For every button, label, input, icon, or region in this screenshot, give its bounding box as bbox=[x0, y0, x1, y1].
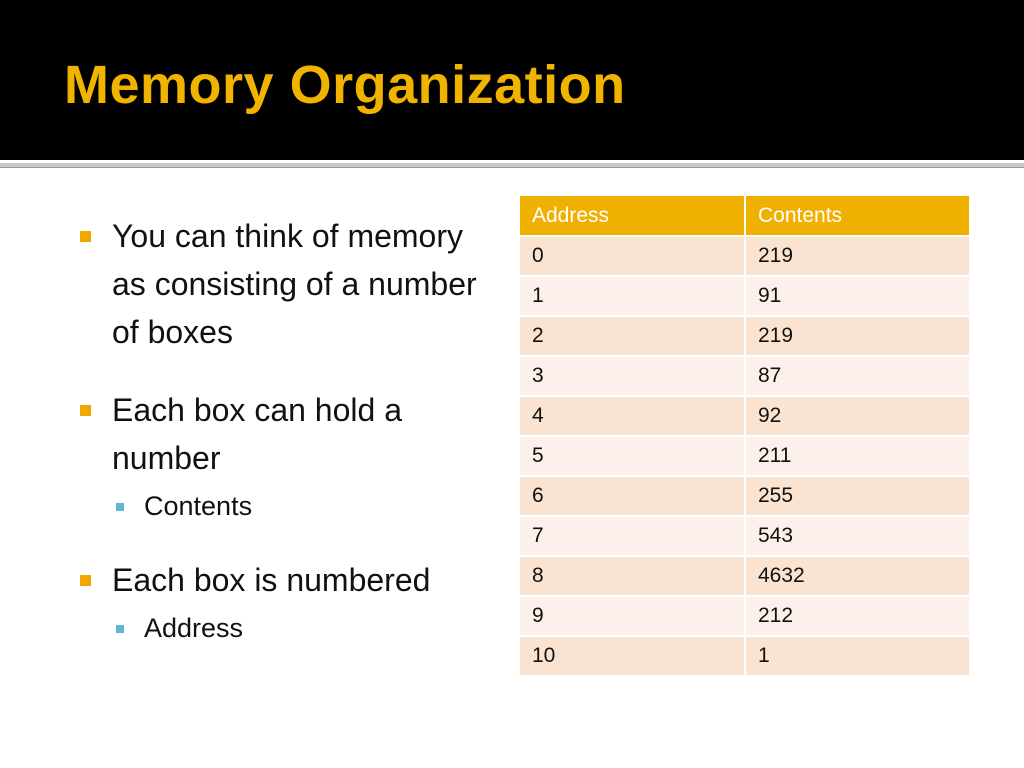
table-row: 2 219 bbox=[520, 316, 971, 357]
table-row: 9 212 bbox=[520, 596, 971, 637]
title-bar: Memory Organization bbox=[0, 0, 1024, 160]
bullet-text: You can think of memory as consisting of… bbox=[112, 218, 477, 350]
sub-bullet-text: Address bbox=[144, 613, 244, 643]
cell-address: 0 bbox=[520, 236, 746, 277]
bullet-square-icon bbox=[80, 405, 91, 416]
cell-contents: 1 bbox=[745, 636, 971, 677]
cell-address: 5 bbox=[520, 436, 746, 477]
table-row: 4 92 bbox=[520, 396, 971, 437]
table-row: 1 91 bbox=[520, 276, 971, 317]
bullet-square-icon bbox=[80, 231, 91, 242]
cell-address: 10 bbox=[520, 636, 746, 677]
sub-bullet-item: Address bbox=[76, 608, 496, 648]
cell-contents: 543 bbox=[745, 516, 971, 557]
bullet-item: You can think of memory as consisting of… bbox=[76, 212, 496, 356]
cell-contents: 219 bbox=[745, 316, 971, 357]
table-header-row: Address Contents bbox=[520, 196, 971, 237]
title-divider bbox=[0, 163, 1024, 168]
table-row: 6 255 bbox=[520, 476, 971, 517]
table-row: 0 219 bbox=[520, 236, 971, 277]
sub-bullet-text: Contents bbox=[144, 491, 253, 521]
cell-address: 2 bbox=[520, 316, 746, 357]
cell-contents: 4632 bbox=[745, 556, 971, 597]
memory-table: Address Contents 0 219 1 91 2 219 3 87 4… bbox=[520, 196, 971, 677]
cell-address: 8 bbox=[520, 556, 746, 597]
cell-address: 9 bbox=[520, 596, 746, 637]
cell-address: 3 bbox=[520, 356, 746, 397]
cell-address: 7 bbox=[520, 516, 746, 557]
bullet-text: Each box can hold a number bbox=[112, 392, 402, 476]
bullet-list: You can think of memory as consisting of… bbox=[76, 212, 496, 648]
header-contents: Contents bbox=[745, 196, 971, 237]
cell-contents: 87 bbox=[745, 356, 971, 397]
sub-bullet-square-icon bbox=[116, 625, 124, 633]
cell-contents: 219 bbox=[745, 236, 971, 277]
table-row: 3 87 bbox=[520, 356, 971, 397]
table-row: 8 4632 bbox=[520, 556, 971, 597]
cell-address: 6 bbox=[520, 476, 746, 517]
table-row: 7 543 bbox=[520, 516, 971, 557]
bullet-square-icon bbox=[80, 575, 91, 586]
cell-contents: 91 bbox=[745, 276, 971, 317]
slide-title: Memory Organization bbox=[64, 55, 626, 115]
table-row: 5 211 bbox=[520, 436, 971, 477]
sub-bullet-square-icon bbox=[116, 503, 124, 511]
bullet-item: Each box is numbered bbox=[76, 556, 496, 604]
cell-address: 4 bbox=[520, 396, 746, 437]
cell-contents: 212 bbox=[745, 596, 971, 637]
cell-contents: 255 bbox=[745, 476, 971, 517]
bullet-text: Each box is numbered bbox=[112, 562, 431, 598]
table-row: 10 1 bbox=[520, 636, 971, 677]
cell-address: 1 bbox=[520, 276, 746, 317]
cell-contents: 211 bbox=[745, 436, 971, 477]
sub-bullet-item: Contents bbox=[76, 486, 496, 526]
cell-contents: 92 bbox=[745, 396, 971, 437]
header-address: Address bbox=[520, 196, 746, 237]
bullet-item: Each box can hold a number bbox=[76, 386, 496, 482]
